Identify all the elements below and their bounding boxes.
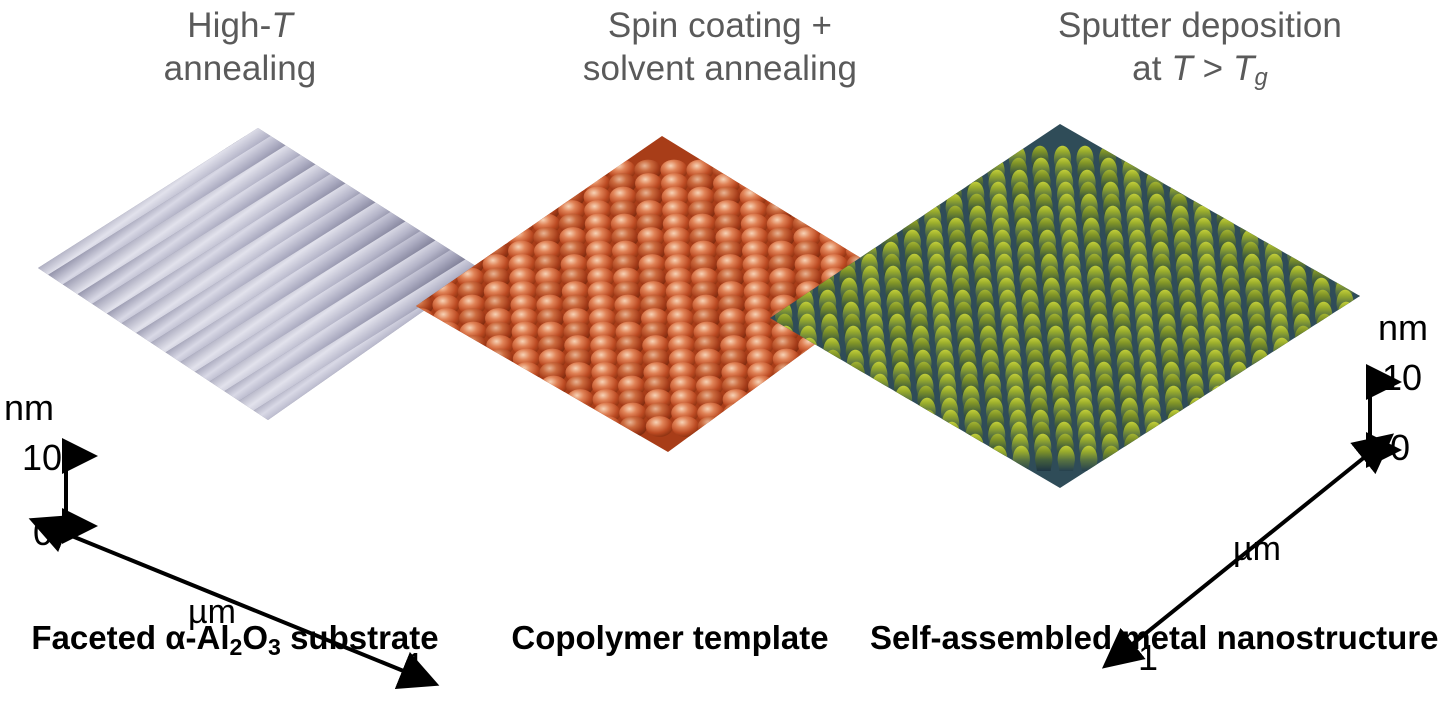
substrate-height-min: 0 — [33, 512, 54, 553]
metal-height-max: 10 — [1382, 357, 1423, 398]
process-step-2-line2: solvent annealing — [582, 49, 858, 89]
copolymer-axis-arrow — [404, 438, 433, 518]
substrate-lateral-max: 1 — [405, 645, 426, 686]
copolymer-height-min: 0 — [372, 480, 390, 515]
process-step-label-2: Spin coating + solvent annealing — [480, 4, 960, 91]
metal-surface-render — [770, 124, 1360, 488]
process-step-3-line1: Sputter deposition — [1058, 6, 1342, 45]
result-2-line2: template — [692, 619, 829, 656]
afm-image-row: nm 10 0 µm 1 nm 2 0 — [0, 120, 1440, 690]
substrate-height-max: 10 — [22, 437, 63, 478]
result-2-line1: Copolymer — [511, 619, 684, 656]
result-label-copolymer: Copolymer template — [470, 617, 870, 659]
metal-height-min: 0 — [1390, 427, 1411, 468]
metal-height-unit: nm — [1378, 307, 1429, 348]
process-step-2-line1: Spin coating + — [607, 6, 833, 45]
metal-lateral-unit: µm — [1233, 530, 1281, 568]
afm-image-substrate — [20, 120, 490, 540]
metal-axis-arrows — [1101, 364, 1402, 669]
afm-image-metal — [760, 120, 1370, 570]
copolymer-height-max: 2 — [372, 441, 390, 476]
process-step-1-line1: High-T — [187, 6, 293, 45]
substrate-height-unit: nm — [4, 387, 55, 428]
substrate-surface-render — [38, 128, 482, 420]
process-step-label-3: Sputter deposition at T > Tg — [960, 4, 1440, 93]
substrate-lateral-unit: µm — [188, 593, 236, 631]
process-step-3-line2: at T > Tg — [1132, 49, 1268, 92]
metal-lateral-max: 1 — [1138, 637, 1159, 678]
process-step-1-line2: annealing — [163, 49, 317, 89]
substrate-axis-arrows — [28, 438, 440, 690]
copolymer-height-unit: nm — [348, 410, 395, 445]
process-step-label-1: High-T annealing — [0, 4, 480, 91]
